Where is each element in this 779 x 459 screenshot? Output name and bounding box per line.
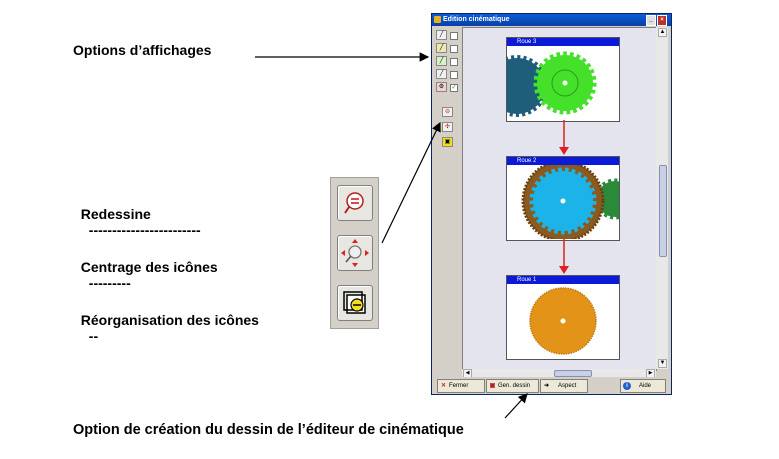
scroll-down-arrow-icon[interactable]: ▼ xyxy=(658,359,667,368)
callout-reorg-label: Réorganisation des icônes xyxy=(80,312,259,328)
link-arrow-3-2 xyxy=(559,120,569,155)
display-option-2-icon[interactable]: ╱ xyxy=(436,43,447,53)
info-icon: i xyxy=(623,382,631,390)
redraw-button[interactable] xyxy=(337,185,373,221)
vertical-scroll-thumb[interactable] xyxy=(659,165,667,257)
callout-redraw-label: Redessine xyxy=(80,206,151,222)
callout-reorg-dashes: -- xyxy=(88,328,99,344)
display-option-3-icon[interactable]: ╱ xyxy=(436,56,447,66)
close-window-button[interactable]: × xyxy=(657,15,667,26)
help-button-label: Aide xyxy=(639,383,652,389)
display-option-5-checkbox[interactable]: ✓ xyxy=(450,84,458,92)
generate-drawing-button[interactable]: ▣Gen. dessin xyxy=(486,379,539,393)
app-icon xyxy=(434,16,441,23)
drawing-creation-arrow xyxy=(504,393,528,419)
arrow-right-icon: ➜ xyxy=(543,383,550,389)
redraw-icon xyxy=(344,192,364,214)
reorganize-icons-small-icon[interactable]: ▣ xyxy=(442,137,453,147)
window-footer: ✕Fermer ▣Gen. dessin ➜ Aspect i Aide xyxy=(432,377,671,394)
window-title: Edition cinématique xyxy=(443,16,510,23)
window-title-bar: Edition cinématique _ × xyxy=(432,14,671,26)
close-button[interactable]: ✕Fermer xyxy=(437,379,485,393)
link-arrow-2-1 xyxy=(559,239,569,274)
kinematics-editor-window: Edition cinématique _ × ╱ ╱ ╱ ╱ ⚙ ✓ ⊖ ✣ … xyxy=(431,13,672,395)
close-button-label: Fermer xyxy=(449,383,469,389)
center-icons-button[interactable] xyxy=(337,235,373,271)
callout-center-label: Centrage des icônes xyxy=(80,259,218,275)
wheel-2-gear-graphic xyxy=(521,159,636,243)
callout-display-options: Options d’affichages xyxy=(73,42,212,58)
display-option-2-checkbox[interactable] xyxy=(450,45,458,53)
wheel-node-3[interactable]: Roue 3 xyxy=(486,37,620,122)
side-toolbar: ╱ ╱ ╱ ╱ ⚙ ✓ ⊖ ✣ ▣ xyxy=(433,27,461,369)
scroll-up-arrow-icon[interactable]: ▲ xyxy=(658,28,667,37)
horizontal-scroll-thumb[interactable] xyxy=(554,370,592,377)
vertical-scrollbar[interactable]: ▲ ▼ xyxy=(656,27,668,369)
display-option-4-icon[interactable]: ╱ xyxy=(436,69,447,79)
display-option-4-checkbox[interactable] xyxy=(450,71,458,79)
wheel-1-gear-graphic xyxy=(529,287,597,355)
wheel-node-2[interactable]: Roue 2 xyxy=(506,156,636,243)
wheel-2-label: Roue 2 xyxy=(507,157,619,165)
help-button[interactable]: i Aide xyxy=(620,379,666,393)
aspect-button[interactable]: ➜ Aspect xyxy=(540,379,588,393)
callout-center-icons: Centrage des icônes --------- xyxy=(73,243,218,291)
callout-center-dashes: --------- xyxy=(88,275,131,291)
horizontal-scrollbar[interactable]: ◀ ▶ xyxy=(462,369,656,378)
display-option-5-icon[interactable]: ⚙ xyxy=(436,82,447,92)
reorganize-icons-icon xyxy=(343,291,366,314)
wheel-3-gear-graphic xyxy=(486,51,597,117)
zoomed-toolbar xyxy=(330,177,379,329)
display-option-3-checkbox[interactable] xyxy=(450,58,458,66)
display-option-1-checkbox[interactable] xyxy=(450,32,458,40)
callout-reorganize-icons: Réorganisation des icônes -- xyxy=(73,296,259,344)
center-icons-icon xyxy=(341,239,369,267)
callout-redraw-dashes: ------------------------ xyxy=(88,222,201,238)
callout-drawing-creation: Option de création du dessin de l’éditeu… xyxy=(73,422,464,438)
aspect-button-label: Aspect xyxy=(558,383,577,389)
wheel-node-1[interactable]: Roue 1 xyxy=(506,275,620,360)
center-icons-small-icon[interactable]: ✣ xyxy=(442,122,453,132)
minimize-button[interactable]: _ xyxy=(646,15,656,26)
redraw-small-icon[interactable]: ⊖ xyxy=(442,107,453,117)
kinematics-canvas: Roue 3 Roue 2 xyxy=(462,27,657,371)
close-x-icon: ✕ xyxy=(440,383,447,389)
generate-drawing-label: Gen. dessin xyxy=(498,383,531,389)
reorganize-icons-button[interactable] xyxy=(337,285,373,321)
callout-redraw: Redessine ------------------------ xyxy=(73,190,201,238)
wheel-1-label: Roue 1 xyxy=(507,276,619,284)
display-option-1-icon[interactable]: ╱ xyxy=(436,30,447,40)
wheel-3-label: Roue 3 xyxy=(507,38,619,46)
drawing-icon: ▣ xyxy=(489,383,496,389)
